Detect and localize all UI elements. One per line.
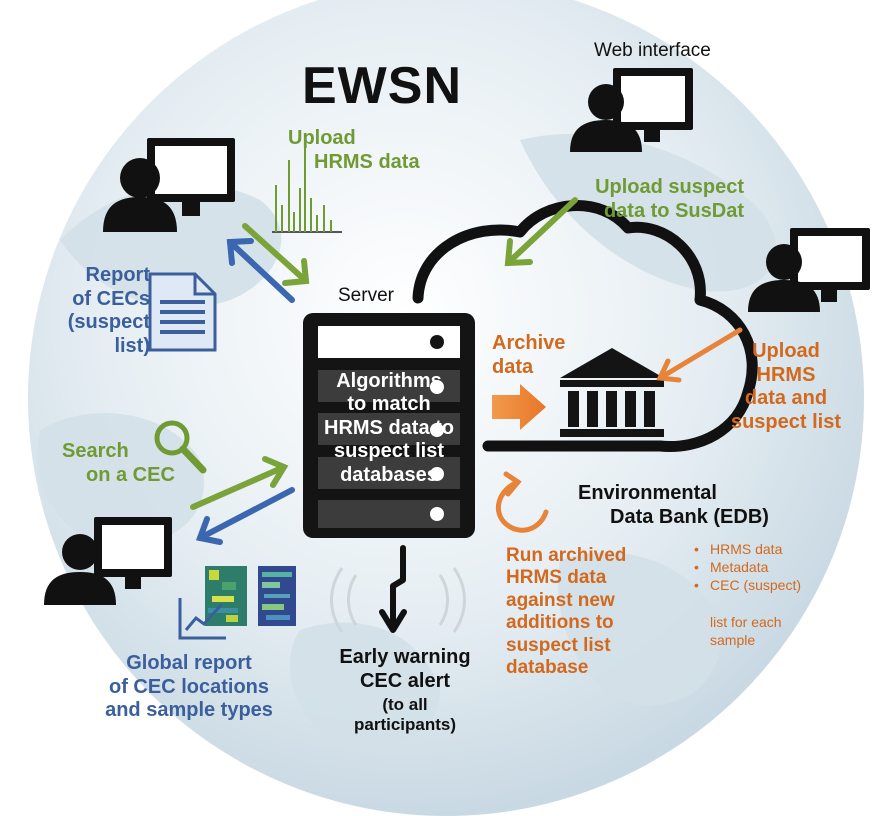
edb-item-line: sample — [710, 632, 756, 649]
upload-suspect-line: Upload suspect — [595, 176, 744, 198]
edb-item: Metadata — [694, 558, 801, 576]
edb-title: Environmental Data Bank (EDB) — [578, 482, 769, 529]
early-warning-sub: (to all participants) — [316, 695, 494, 735]
run-archived-line: additions to — [506, 612, 614, 634]
report-cecs-line: of CECs — [72, 287, 150, 310]
magnifier-icon — [154, 420, 207, 474]
early-warning-line: CEC alert — [359, 669, 451, 692]
search-cec-label: Search on a CEC — [62, 440, 175, 487]
cloud-icon — [412, 200, 758, 452]
trend-chart-icon — [178, 598, 226, 640]
run-archived-line: suspect list — [506, 634, 611, 656]
early-warning-sub-line: (to all — [382, 695, 428, 715]
archive-data-line: data — [492, 355, 534, 378]
server-icon — [303, 313, 475, 538]
heatmap-thumbnail-1 — [205, 566, 247, 626]
upload-suspect-line: data to SusDat — [603, 199, 744, 222]
search-cec-line: on a CEC — [86, 463, 175, 486]
archive-data-line: Archive — [492, 332, 566, 354]
upload-hrms-right-line: Upload — [752, 340, 820, 362]
report-cecs-line: Report — [85, 264, 150, 286]
document-icon — [148, 272, 217, 352]
server-algorithm-text: Algorithms to match HRMS data to suspect… — [306, 370, 472, 487]
global-report-label: Global report of CEC locations and sampl… — [84, 652, 294, 723]
cycle-arrow-run-archived — [495, 471, 549, 533]
web-interface-label: Web interface — [594, 40, 711, 61]
run-archived-line: HRMS data — [506, 567, 607, 589]
user-computer-icon-top — [570, 68, 693, 152]
report-cecs-line: (suspect — [67, 311, 150, 334]
early-warning-sub-line: participants) — [353, 715, 457, 735]
alert-signal — [330, 567, 466, 633]
user-computer-icon-right — [748, 228, 870, 312]
edb-title-line: Environmental — [578, 482, 717, 504]
run-archived-line: against new — [506, 589, 615, 611]
upload-hrms-line: Upload — [288, 127, 356, 149]
report-cecs-line: list) — [114, 334, 150, 357]
arrow-archive-data — [492, 384, 546, 430]
server-text-line: databases — [340, 463, 438, 486]
upload-hrms-right-line: suspect list — [730, 410, 842, 433]
arrow-upload-suspect — [504, 197, 578, 267]
run-archived-label: Run archived HRMS data against new addit… — [506, 545, 666, 679]
upload-suspect-label: Upload suspect data to SusDat — [582, 176, 744, 223]
arrow-upload-hrms-right — [656, 327, 743, 383]
data-bank-icon — [560, 348, 664, 437]
early-warning-label: Early warning CEC alert (to all particip… — [316, 646, 494, 735]
edb-item-line: list for each — [710, 614, 782, 630]
search-cec-line: Search — [62, 440, 129, 462]
diagram-title: EWSN — [302, 57, 462, 115]
server-text-line: suspect list — [333, 440, 445, 463]
upload-hrms-right-line: data and — [744, 387, 828, 410]
spectrum-icon — [272, 140, 342, 233]
server-label: Server — [338, 285, 394, 306]
server-text-line: HRMS data to — [324, 416, 454, 439]
arrow-global-report — [195, 487, 295, 545]
server-text-line: Algorithms — [336, 370, 442, 392]
heatmap-thumbnail-2 — [258, 566, 296, 626]
upload-hrms-label: Upload HRMS data — [288, 127, 420, 174]
global-report-line: Global report — [126, 652, 252, 674]
edb-item: HRMS data — [694, 540, 801, 558]
user-computer-icon-top-left — [103, 138, 235, 232]
global-report-line: of CEC locations — [108, 675, 269, 698]
user-computer-icon-bottom-left — [44, 517, 172, 605]
upload-hrms-right-line: HRMS — [756, 363, 816, 386]
report-cecs-label: Report of CECs (suspect list) — [40, 264, 150, 358]
global-report-line: and sample types — [105, 699, 273, 722]
alert-arrow — [379, 545, 407, 633]
arrow-report-cecs — [226, 238, 295, 303]
upload-hrms-suspect-label: Upload HRMS data and suspect list — [716, 340, 856, 434]
arrow-upload-hrms — [242, 223, 310, 286]
run-archived-line: Run archived — [506, 545, 627, 566]
run-archived-line: database — [506, 657, 589, 679]
archive-data-label: Archive data — [492, 332, 565, 379]
edb-item-list: HRMS data Metadata CEC (suspect) — [692, 540, 801, 595]
edb-item-continuation: list for each sample — [710, 613, 782, 649]
server-text-line: to match — [347, 393, 431, 416]
upload-hrms-line: HRMS data — [314, 150, 420, 173]
early-warning-line: Early warning — [339, 646, 471, 668]
edb-item: CEC (suspect) — [694, 576, 801, 594]
arrow-search-cec — [190, 456, 289, 510]
edb-title-line: Data Bank (EDB) — [610, 505, 769, 528]
